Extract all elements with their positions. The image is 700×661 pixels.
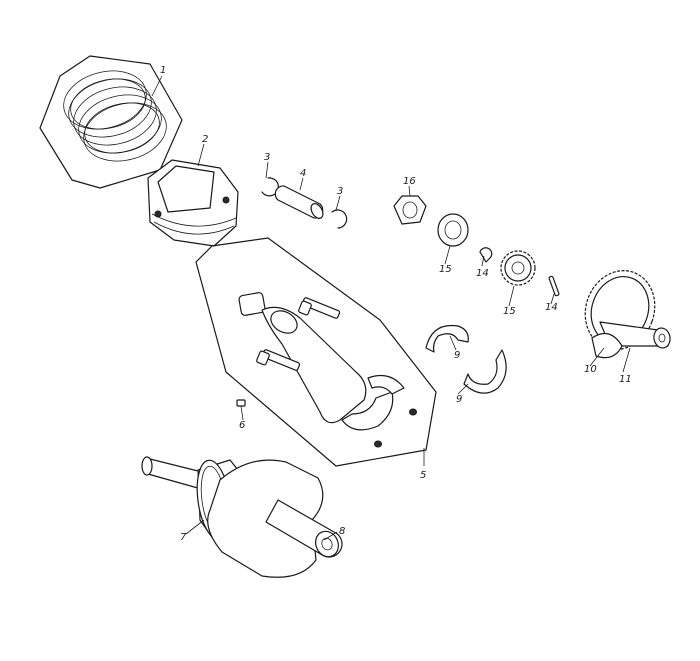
crankshaft <box>141 456 343 578</box>
callout-14-key: 14 <box>476 268 489 279</box>
callout-9-upper: 9 <box>454 350 460 361</box>
gear-pin <box>548 275 560 297</box>
piston <box>147 159 239 247</box>
bearing-half-upper <box>425 324 469 353</box>
small-gear <box>500 250 536 286</box>
small-key <box>479 247 493 263</box>
circlip-right <box>331 209 348 229</box>
callout-5: 5 <box>420 470 426 481</box>
callout-9-lower: 9 <box>456 394 462 405</box>
callout-14-pin: 14 <box>545 302 558 313</box>
callout-15-washer: 15 <box>439 264 452 275</box>
woodruff-key <box>236 399 246 407</box>
callout-8: 8 <box>339 526 345 537</box>
washer <box>437 213 469 247</box>
callout-3-right: 3 <box>337 186 343 197</box>
nut <box>393 195 427 225</box>
bearing-half-lower <box>463 349 507 394</box>
piston-pin <box>274 185 324 219</box>
piston-rings <box>63 70 167 162</box>
callout-3-left: 3 <box>264 152 270 163</box>
callout-1: 1 <box>160 65 166 76</box>
callout-4: 4 <box>300 168 306 179</box>
rod-bolt-lower <box>256 349 301 371</box>
leader-lines <box>151 75 631 541</box>
callout-15-gear: 15 <box>503 306 516 317</box>
callout-6: 6 <box>239 420 245 431</box>
connecting-rod <box>238 292 417 448</box>
piston-rings-group-outline <box>39 55 183 189</box>
camshaft <box>584 270 671 359</box>
callout-11: 11 <box>619 374 632 385</box>
rod-bolt-upper <box>298 297 341 319</box>
callout-16: 16 <box>403 176 416 187</box>
connecting-rod-group-outline <box>195 237 437 467</box>
callout-10: 10 <box>584 364 597 375</box>
callout-7: 7 <box>180 532 187 543</box>
callout-2: 2 <box>202 134 208 145</box>
